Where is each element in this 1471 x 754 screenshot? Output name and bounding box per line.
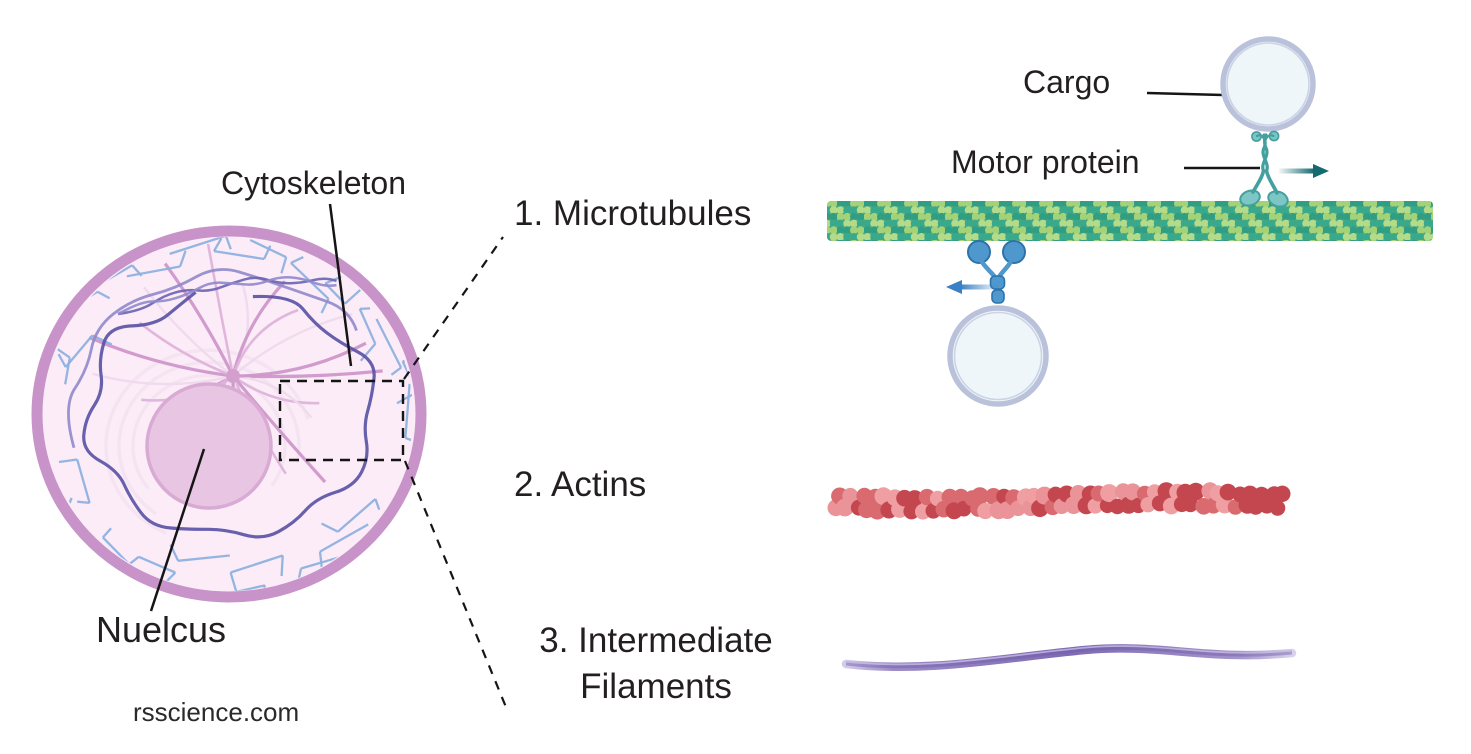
arrow-left-icon [946, 280, 998, 294]
dynein-motor-protein [967, 240, 1026, 304]
microtubule-graphic [827, 36, 1433, 407]
legend-item-intermediate-line1: 3. Intermediate [539, 621, 773, 660]
nucleus-shape [145, 382, 273, 510]
zoom-connector-top [403, 236, 504, 380]
cell-inner-decor-over [45, 237, 413, 591]
actin-filament-graphic [827, 482, 1291, 520]
intermediate-filament-graphic [841, 644, 1297, 671]
cargo-label: Cargo [1023, 64, 1111, 100]
legend-item-intermediate-line2: Filaments [580, 667, 732, 706]
legend-item-intermediate-filaments: 3. Intermediate Filaments [506, 618, 806, 710]
dashed-roi-box [278, 379, 405, 462]
cargo-vesicle-top [1220, 36, 1316, 132]
watermark-text: rsscience.com [133, 697, 300, 727]
cell-graphic [31, 225, 427, 603]
annotation-lines [149, 91, 1260, 713]
motor-protein-label: Motor protein [951, 144, 1140, 180]
arrow-right-icon [1279, 164, 1329, 178]
nucleus-label: Nuelcus [96, 609, 227, 650]
legend-item-microtubules: 1. Microtubules [514, 194, 752, 233]
cargo-vesicle-bottom [947, 305, 1049, 407]
microtubule-tube [827, 201, 1433, 241]
zoom-connector-bottom [403, 460, 510, 713]
nucleus-pointer-line [149, 448, 206, 612]
legend-item-actins: 2. Actins [514, 465, 647, 504]
cargo-pointer-line [1146, 91, 1224, 97]
cytoskeleton-label: Cytoskeleton [221, 165, 406, 201]
cytoskeleton-pointer-line [328, 203, 353, 367]
kinesin-motor-protein [1239, 130, 1289, 208]
